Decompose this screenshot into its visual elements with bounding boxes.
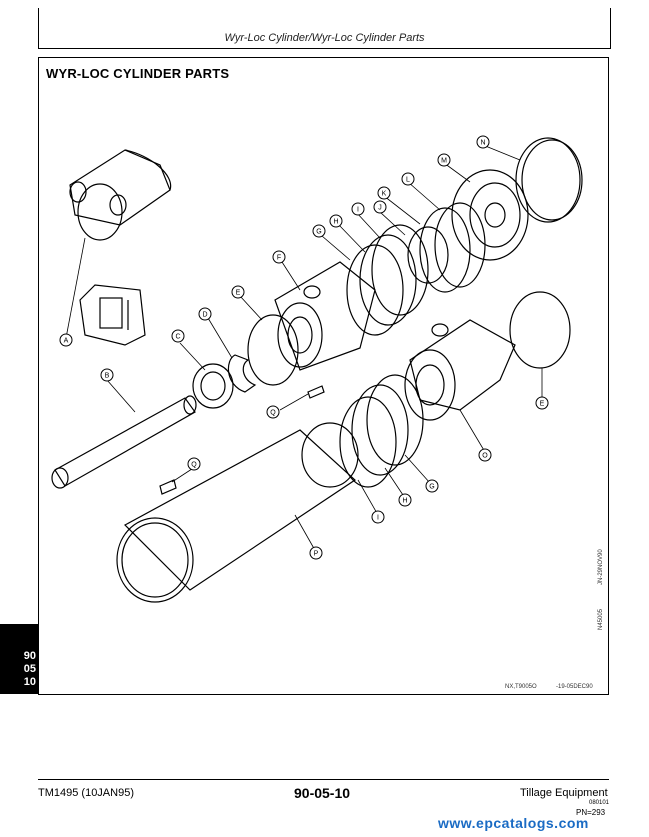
callout-label-p: P — [314, 551, 319, 558]
callout-circle-n — [476, 135, 490, 149]
callout-circle-b — [100, 368, 114, 382]
callout-circle-e — [535, 396, 549, 410]
figure-title: WYR-LOC CYLINDER PARTS — [46, 66, 230, 81]
callout-circle-q — [187, 457, 201, 471]
callout-circle-j — [373, 200, 387, 214]
rings-ghi-lower — [339, 374, 424, 488]
callout-label-q: Q — [191, 462, 197, 469]
part-e-snap-ring — [247, 314, 299, 386]
footer-date-code: 080101 — [589, 800, 610, 806]
figure-code-left: NX,T9005O — [505, 684, 537, 690]
figure-frame — [38, 57, 609, 695]
figure-code-right: -19-05DEC90 — [556, 684, 593, 690]
callout-label-i: I — [377, 515, 379, 522]
callout-circle-d — [198, 307, 212, 321]
watermark-link[interactable]: www.epcatalogs.com — [438, 815, 589, 831]
callout-circle-g — [312, 224, 326, 238]
part-a-clevis — [69, 149, 172, 241]
footer-manual-id: TM1495 (10JAN95) — [38, 787, 134, 799]
callout-label-o: O — [482, 453, 488, 460]
part-m-gland — [451, 169, 529, 261]
part-q-keys — [159, 385, 325, 495]
callout-label-e: E — [236, 290, 241, 297]
callout-label-l: L — [406, 177, 410, 184]
section-title: Wyr-Loc Cylinder/Wyr-Loc Cylinder Parts — [224, 32, 425, 44]
callout-label-h: H — [402, 498, 407, 505]
callout-label-n: N — [480, 140, 485, 147]
part-a-detail — [79, 284, 146, 346]
callout-labels: A B C D E F G H I JK L M N E O G H I P Q Q — [59, 135, 549, 560]
leader-lines — [65, 144, 543, 553]
callout-label-m: M — [441, 158, 447, 165]
callout-circle-c — [171, 329, 185, 343]
tab-line-3: 10 — [23, 676, 36, 688]
callout-label-i: I — [357, 207, 359, 214]
callout-label-f: F — [277, 255, 281, 262]
callout-circle-i — [351, 202, 365, 216]
callout-circle-a — [59, 333, 73, 347]
callout-circle-l — [401, 172, 415, 186]
callout-label-a: A — [64, 338, 69, 345]
callout-label-h: H — [333, 219, 338, 226]
callout-circle-q — [266, 405, 280, 419]
piston-rings-ghi — [346, 224, 429, 336]
callout-circle-g — [425, 479, 439, 493]
footer-rule — [38, 779, 609, 780]
part-p-barrel — [116, 422, 359, 603]
part-c-seal — [192, 363, 234, 409]
callout-label-j: J — [378, 205, 382, 212]
callout-label-d: D — [202, 312, 207, 319]
part-e-snap-ring-right — [509, 291, 571, 369]
callout-label-g: G — [316, 229, 321, 236]
vertical-code-2: N45005 — [598, 608, 604, 630]
callout-circle-e — [231, 285, 245, 299]
footer-page-number: 90-05-10 — [294, 785, 351, 801]
footer-product: Tillage Equipment — [520, 787, 608, 799]
callout-label-b: B — [105, 373, 110, 380]
section-tab: 90 05 10 — [0, 624, 38, 694]
callout-circle-k — [377, 186, 391, 200]
vertical-code-1: JN-29NOV90 — [598, 549, 604, 585]
callout-label-e: E — [540, 401, 545, 408]
callout-label-c: C — [175, 334, 180, 341]
callout-label-q: Q — [270, 410, 276, 417]
callout-circle-p — [309, 546, 323, 560]
header-bar: Wyr-Loc Cylinder/Wyr-Loc Cylinder Parts — [38, 8, 611, 49]
footer-pn: PN=293 — [576, 808, 606, 817]
part-b-rod — [51, 395, 197, 489]
callout-circle-h — [398, 493, 412, 507]
callout-circle-o — [478, 448, 492, 462]
callout-label-g: G — [429, 484, 434, 491]
part-n-band — [515, 137, 583, 223]
callout-circle-h — [329, 214, 343, 228]
callout-circle-i — [371, 510, 385, 524]
rings-jkl — [407, 202, 486, 293]
callout-circle-f — [272, 250, 286, 264]
tab-line-1: 90 — [23, 650, 36, 662]
part-f-piston — [274, 261, 376, 371]
callout-circle-m — [437, 153, 451, 167]
tab-line-2: 05 — [23, 663, 36, 675]
part-d-clip — [227, 354, 257, 393]
callout-label-k: K — [382, 191, 387, 198]
